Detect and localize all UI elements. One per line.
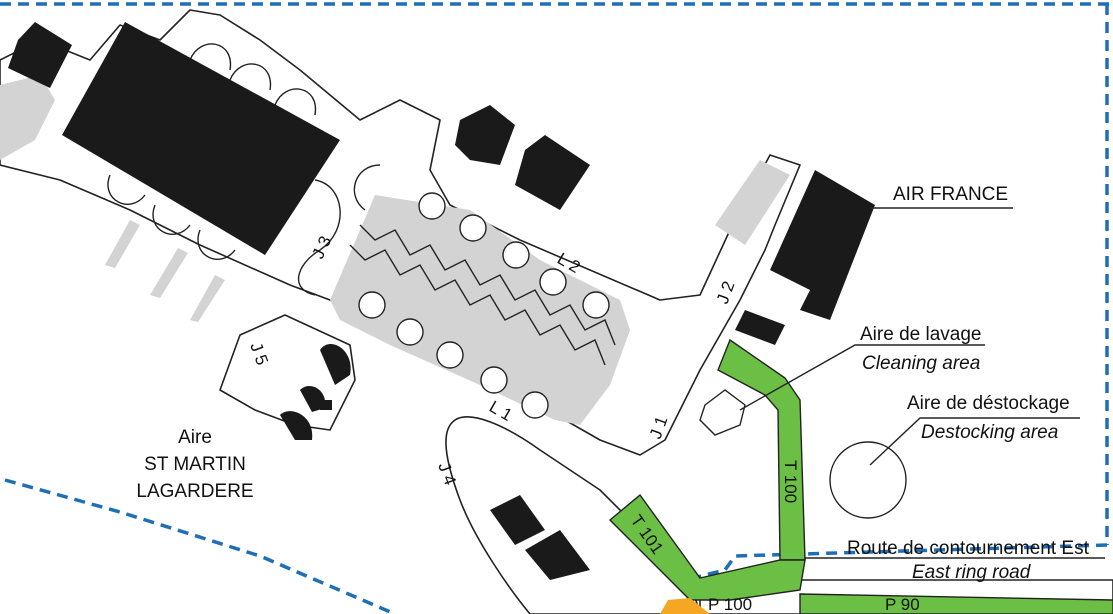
label-destocking-fr: Aire de déstockage	[907, 393, 1070, 414]
taxiway-t100: T 100	[781, 460, 800, 503]
label-stmartin-3: LAGARDERE	[136, 481, 253, 502]
central-stands	[359, 224, 616, 346]
boundary-left-diagonal	[4, 478, 396, 614]
building-small-right	[735, 310, 785, 345]
building-top-left	[8, 22, 72, 88]
grey-areas	[0, 75, 790, 425]
label-stmartin-2: ST MARTIN	[144, 454, 246, 475]
taxiway-p90: P 90	[885, 595, 920, 614]
building-top-center-2	[515, 135, 590, 210]
hangar-j5-1	[320, 344, 351, 385]
grey-strip-2	[150, 248, 188, 298]
label-ringroad-fr: Route de contournement Est	[847, 538, 1090, 559]
taxiway-lower-band	[799, 593, 1113, 614]
central-stands-lower	[349, 244, 606, 366]
label-cleaning-en: Cleaning area	[862, 353, 980, 374]
green-taxiways	[608, 338, 1113, 614]
taxiway-t101	[608, 493, 806, 601]
label-cleaning-fr: Aire de lavage	[860, 324, 981, 345]
destocking-area-shape	[829, 441, 907, 519]
apron-loops	[107, 43, 381, 296]
label-air-france: AIR FRANCE	[893, 184, 1008, 205]
taxiway-l1: L 1	[486, 397, 515, 425]
cleaning-area-shape	[699, 389, 746, 436]
j4-loop	[445, 416, 701, 614]
taxiway-p100: P 100	[708, 595, 752, 614]
building-top-center	[455, 105, 515, 165]
hangar-j5-2	[300, 386, 326, 412]
taxiway-t100	[717, 338, 806, 561]
grey-apron-center	[330, 195, 630, 425]
leader-lines	[739, 207, 1105, 559]
label-ringroad-en: East ring road	[912, 562, 1032, 583]
label-stmartin-1: Aire	[178, 427, 212, 448]
buildings	[8, 22, 875, 580]
leader-cleaning	[739, 344, 985, 411]
leader-destocking	[869, 417, 1080, 466]
grey-strip-3	[190, 275, 225, 322]
stand-circles	[358, 192, 610, 419]
building-lower-2	[525, 530, 590, 580]
label-destocking-en: Destocking area	[921, 422, 1058, 443]
orange-zone	[660, 598, 710, 614]
grey-hangar-right	[715, 160, 790, 245]
building-main-terminal	[62, 22, 340, 255]
building-lower-1	[490, 495, 545, 545]
hangar-j5-4	[320, 400, 332, 410]
hangar-j5-3	[280, 411, 313, 440]
grey-apron-left	[0, 75, 55, 160]
grey-strip-1	[105, 220, 140, 268]
building-air-france	[770, 170, 875, 320]
